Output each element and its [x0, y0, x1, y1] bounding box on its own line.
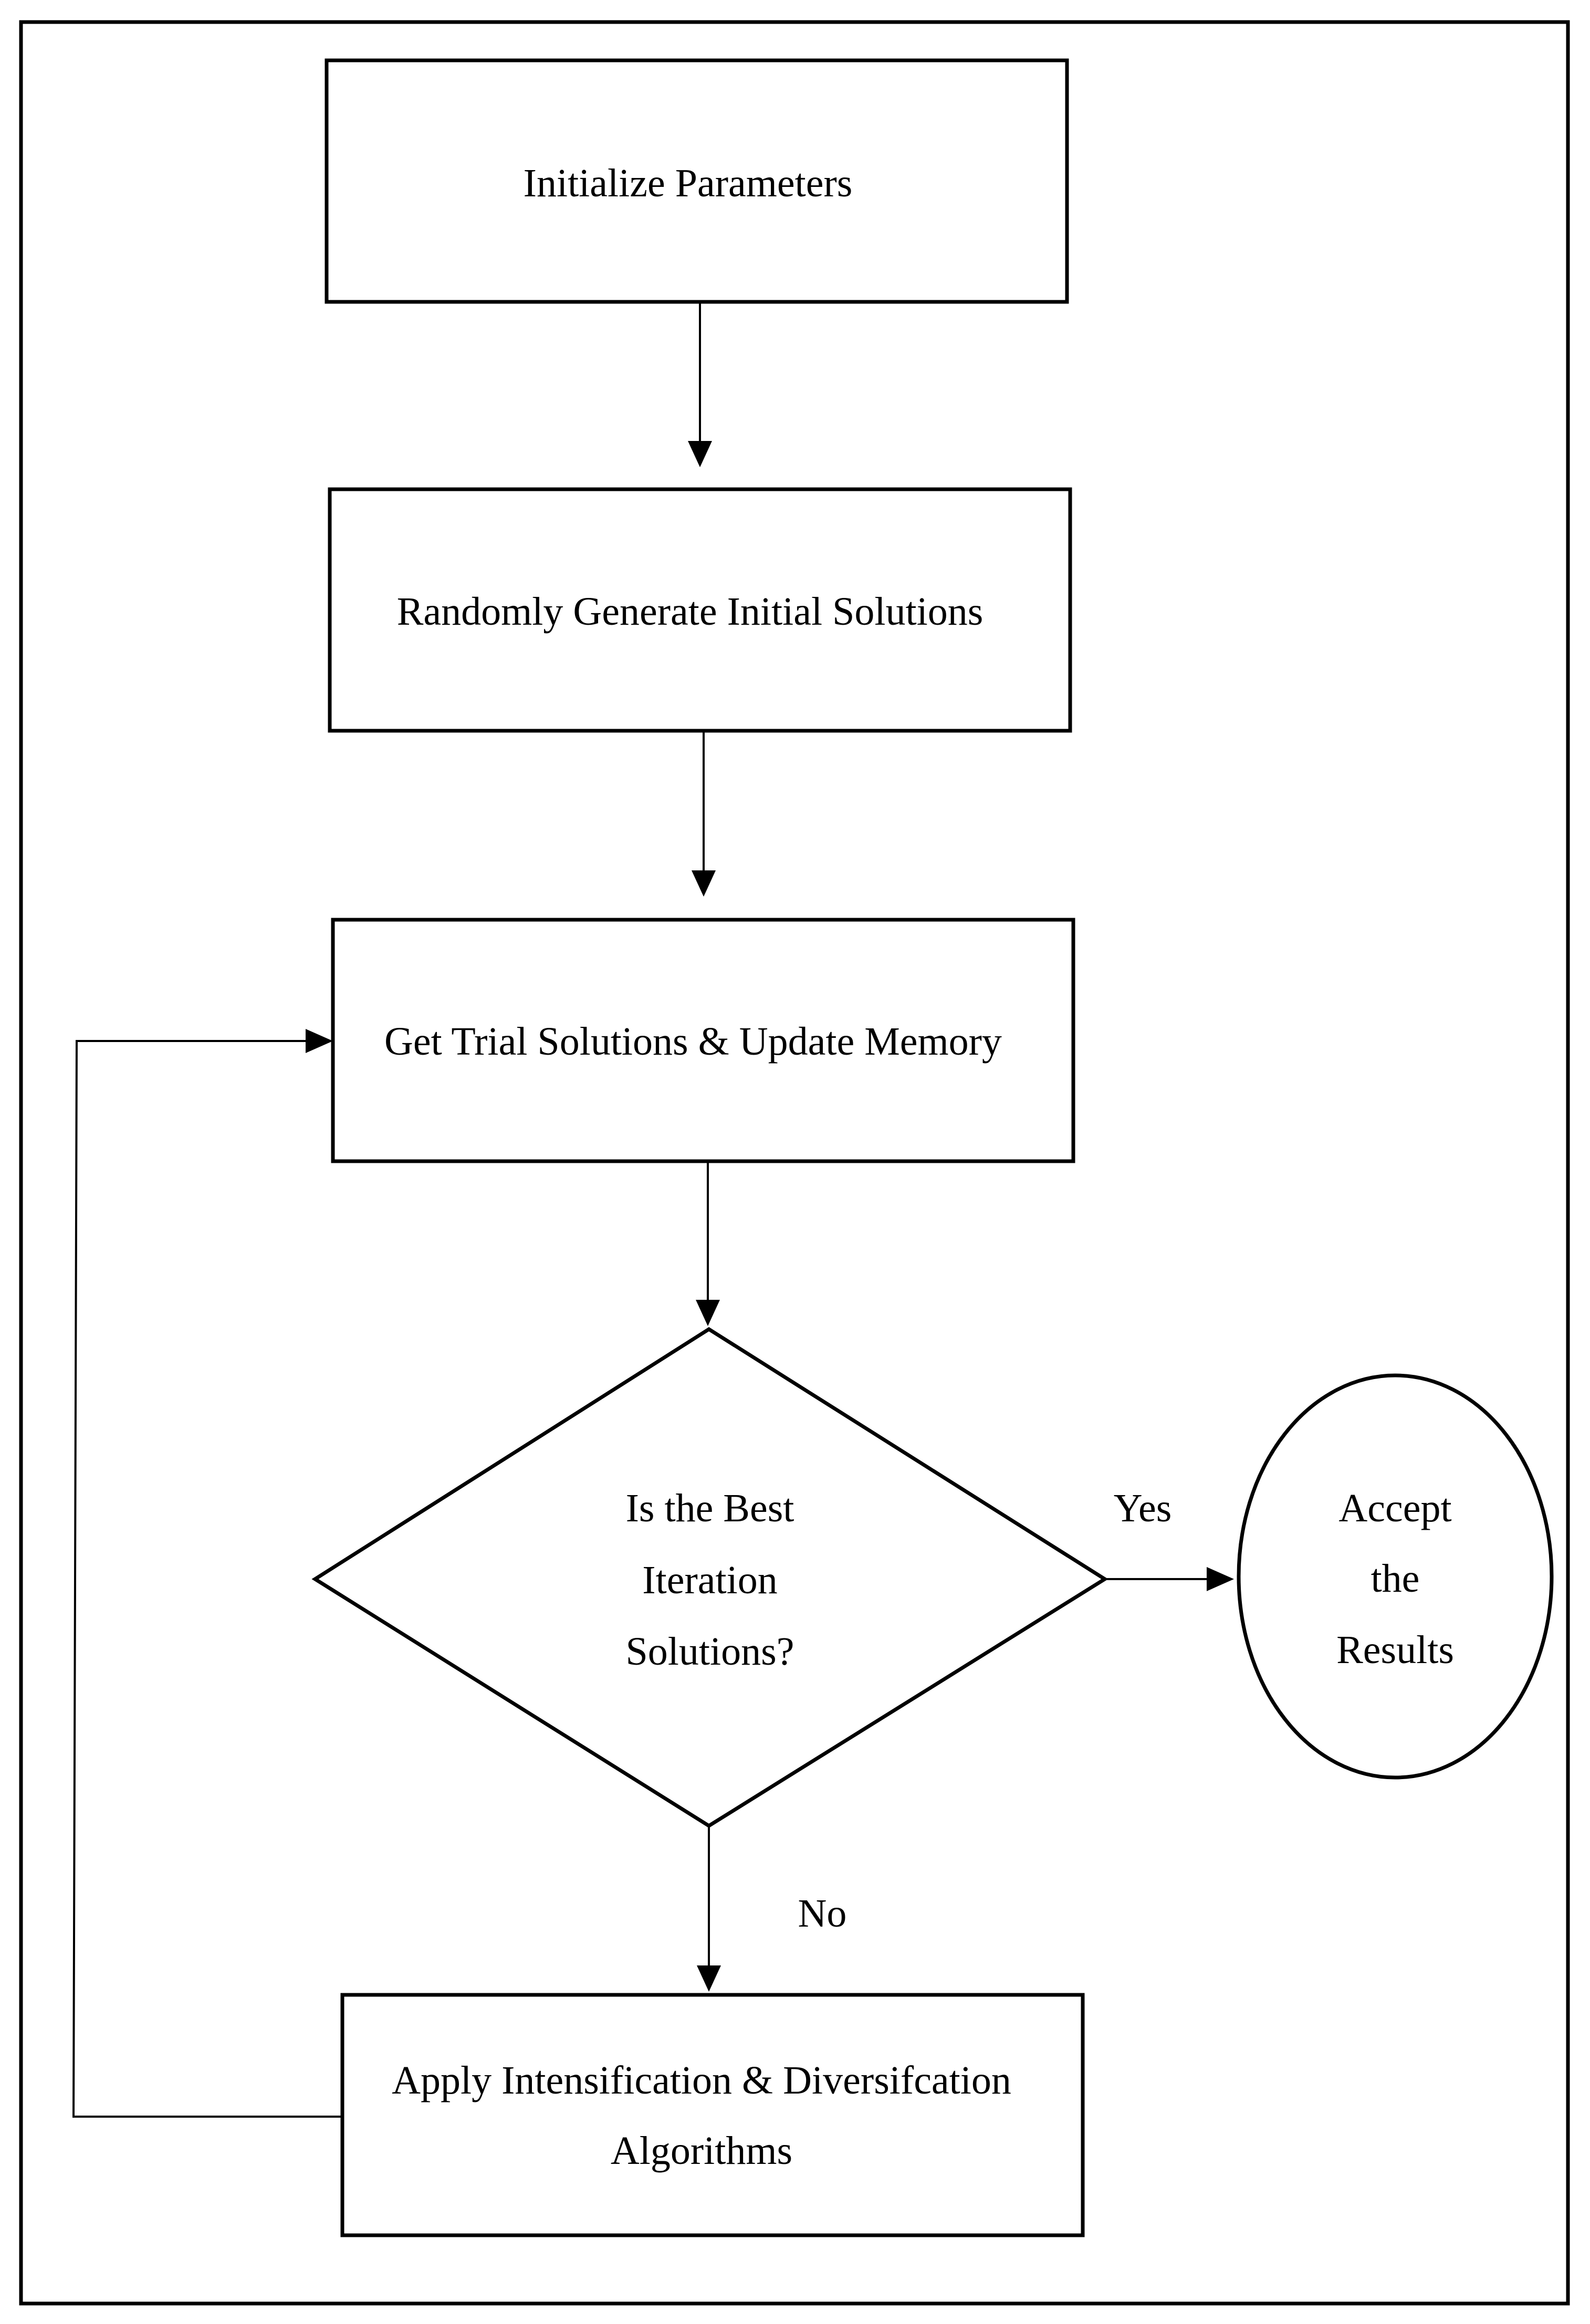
accept-label-line-2: the — [1371, 1557, 1420, 1601]
arrowhead-right — [306, 1029, 333, 1053]
arrowhead-right — [1207, 1567, 1234, 1591]
arrowhead-down — [688, 441, 712, 467]
node-decision: Is the Best Iteration Solutions? — [311, 1327, 1108, 1828]
arrowhead-down — [692, 870, 716, 897]
apply-box — [340, 1993, 1085, 2237]
node-initialize-parameters: Initialize Parameters — [325, 58, 1069, 304]
trial-box — [331, 918, 1075, 1163]
feedback-line — [72, 1040, 342, 2118]
arrowhead-down — [696, 1300, 720, 1326]
yes-label: Yes — [1114, 1486, 1172, 1530]
connector-trial-to-decision — [696, 1161, 720, 1326]
initialize-box — [325, 58, 1069, 304]
apply-label-line-1: Apply Intensification & Diversifcation — [392, 2058, 1011, 2102]
decision-label-line-1: Is the Best — [626, 1486, 794, 1530]
decision-label-line-3: Solutions? — [626, 1629, 794, 1674]
apply-label-line-2: Algorithms — [611, 2129, 792, 2173]
connector-decision-yes: Yes — [1105, 1486, 1234, 1591]
connector-initialize-to-generate — [688, 302, 712, 467]
no-label: No — [798, 1891, 847, 1936]
connector-feedback-loop — [72, 1029, 342, 2118]
accept-label-line-3: Results — [1336, 1628, 1454, 1672]
node-apply-algorithms: Apply Intensification & Diversifcation A… — [340, 1993, 1085, 2237]
outer-frame — [19, 20, 1570, 2306]
generate-label: Randomly Generate Initial Solutions — [397, 590, 984, 634]
node-accept-results: Accept the Results — [1237, 1373, 1554, 1780]
accept-label-line-1: Accept — [1338, 1486, 1451, 1530]
trial-label: Get Trial Solutions & Update Memory — [384, 1019, 1002, 1064]
connector-decision-no: No — [697, 1826, 846, 1992]
arrowhead-down — [697, 1965, 721, 1992]
node-get-trial-solutions: Get Trial Solutions & Update Memory — [331, 918, 1075, 1163]
connector-generate-to-trial — [692, 731, 716, 897]
node-randomly-generate: Randomly Generate Initial Solutions — [328, 487, 1072, 733]
initialize-label: Initialize Parameters — [524, 161, 853, 205]
accept-ellipse — [1237, 1373, 1554, 1780]
generate-box — [328, 487, 1072, 733]
decision-label-line-2: Iteration — [642, 1558, 777, 1602]
